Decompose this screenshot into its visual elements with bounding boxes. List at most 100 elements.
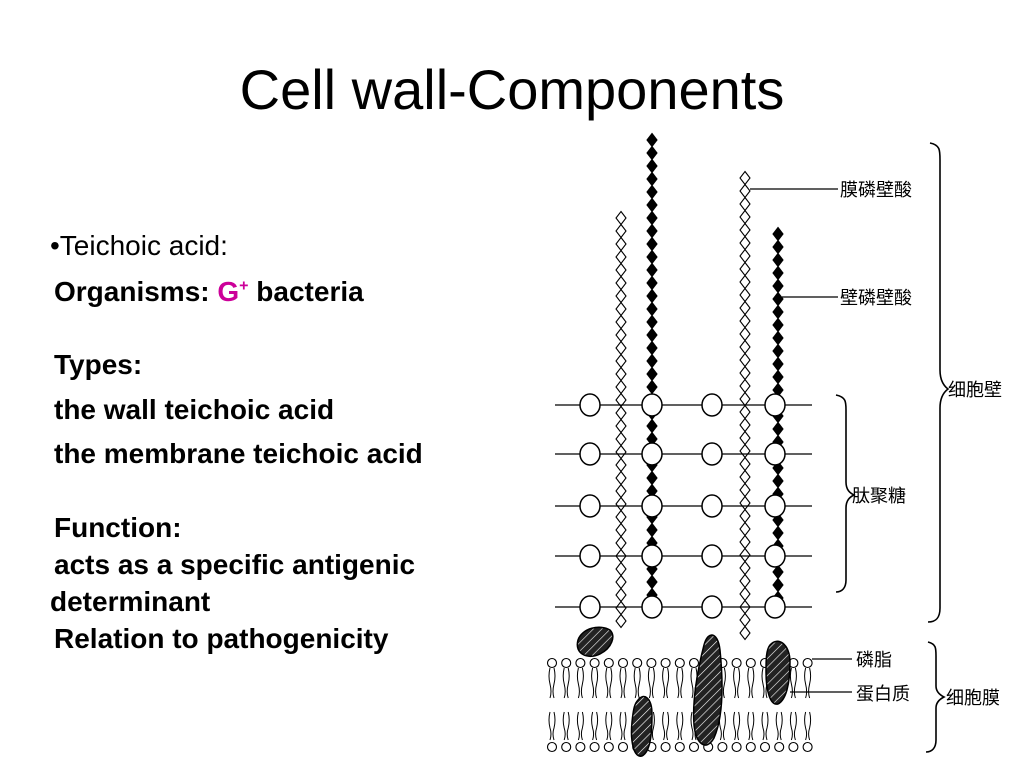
lipid-head [717, 741, 728, 753]
lipid-tail [733, 667, 741, 699]
sugar-unit [641, 595, 663, 619]
lipid-tail [548, 711, 556, 741]
sugar-unit [764, 544, 786, 568]
lipid-tail [662, 667, 670, 699]
sugar-unit [641, 393, 663, 417]
membrane-protein [576, 626, 614, 658]
sugar-unit [764, 494, 786, 518]
sugar-unit [701, 544, 723, 568]
sugar-unit [579, 442, 601, 466]
lipid-head [546, 657, 558, 669]
lipid-tail [775, 711, 783, 741]
lipid-tail [576, 711, 584, 741]
lipid-tail [789, 667, 797, 699]
lipid-head [745, 741, 756, 753]
label-phospholipid: 磷脂 [856, 650, 892, 671]
lipid-tail [548, 667, 556, 699]
label-cell-membrane: 细胞膜 [946, 688, 1000, 709]
lipid-head [674, 657, 685, 669]
gram-positive-g: G [217, 276, 240, 307]
lipid-head [774, 741, 785, 753]
lipid-head [759, 741, 771, 753]
sugar-unit [764, 393, 786, 417]
diagram-annotations: 膜磷壁酸 壁磷壁酸 细胞壁 肽聚糖 磷脂 蛋白质 细胞膜 [750, 142, 1002, 753]
organisms-bacteria: bacteria [248, 276, 364, 307]
lipid-head [603, 741, 614, 753]
peptidoglycan-layer [555, 393, 812, 619]
lipid-tail [676, 667, 684, 699]
sugar-unit [701, 393, 723, 417]
sugar-unit [764, 442, 786, 466]
teichoic-chain-open [739, 170, 751, 641]
lipid-head [561, 657, 572, 669]
gram-positive-sup: + [239, 277, 249, 295]
function-antigenic: acts as a specific antigenic [54, 549, 416, 580]
organisms-line: Organisms: G+ bacteria [54, 276, 364, 308]
sugar-unit [701, 494, 723, 518]
label-protein: 蛋白质 [856, 684, 910, 705]
lipid-head [731, 741, 742, 753]
sugar-unit [764, 595, 786, 619]
sugar-unit [701, 595, 723, 619]
lipid-head [731, 657, 742, 669]
lipid-tail [605, 711, 613, 741]
membrane-proteins [576, 626, 791, 757]
function-label: Function: [54, 512, 182, 543]
function-determinant: determinant [50, 586, 211, 617]
lipid-head [617, 741, 629, 753]
lipid-tail [591, 667, 599, 699]
lipid-head [660, 741, 671, 753]
lipid-tail [605, 667, 613, 699]
lipid-head [788, 741, 799, 753]
lipid-tail [576, 667, 584, 699]
label-cell-wall: 细胞壁 [948, 380, 1002, 401]
lipid-head [646, 657, 657, 669]
lipid-head [546, 741, 558, 753]
type-wall-teichoic-acid: the wall teichoic acid [54, 394, 335, 425]
teichoic-acid-chains [615, 132, 784, 641]
organisms-label: Organisms: [54, 276, 210, 307]
function-pathogenicity: Relation to pathogenicity [54, 623, 389, 654]
lipid-tail [633, 667, 641, 699]
sugar-unit [641, 544, 663, 568]
lipid-tail [562, 667, 570, 699]
lipid-tail [619, 711, 627, 741]
sugar-unit [701, 442, 723, 466]
lipid-head [688, 741, 700, 753]
lipid-head [589, 741, 600, 753]
label-membrane-teichoic-acid: 膜磷壁酸 [840, 180, 912, 201]
type-membrane-teichoic-acid: the membrane teichoic acid [54, 438, 423, 469]
lipid-head [589, 657, 600, 669]
lipid-head [617, 657, 629, 669]
lipid-head [561, 741, 572, 753]
lipid-head [632, 657, 643, 669]
sugar-unit [579, 544, 601, 568]
lipid-tail [761, 711, 769, 741]
lipid-tail [733, 711, 741, 741]
lipid-tail [562, 711, 570, 741]
sugar-unit [579, 494, 601, 518]
lipid-tail [619, 667, 627, 699]
types-label: Types: [54, 349, 143, 380]
lipid-head [688, 657, 700, 669]
lipid-tail [804, 667, 812, 699]
membrane-protein [630, 695, 653, 757]
lipid-head [802, 741, 813, 753]
membrane-protein [692, 634, 723, 746]
sugar-unit [641, 494, 663, 518]
label-peptidoglycan: 肽聚糖 [852, 486, 906, 507]
lipid-head [575, 741, 586, 753]
lipid-tail [647, 667, 655, 699]
lipid-head [575, 657, 586, 669]
lipid-tail [747, 667, 755, 699]
lipid-head [660, 657, 671, 669]
lipid-head [745, 657, 756, 669]
teichoic-chain-filled [646, 132, 658, 616]
membrane-protein [765, 640, 791, 705]
lipid-tail [789, 711, 797, 741]
sugar-unit [579, 393, 601, 417]
sugar-unit [579, 595, 601, 619]
lipid-head [674, 741, 685, 753]
lipid-tail [591, 711, 599, 741]
